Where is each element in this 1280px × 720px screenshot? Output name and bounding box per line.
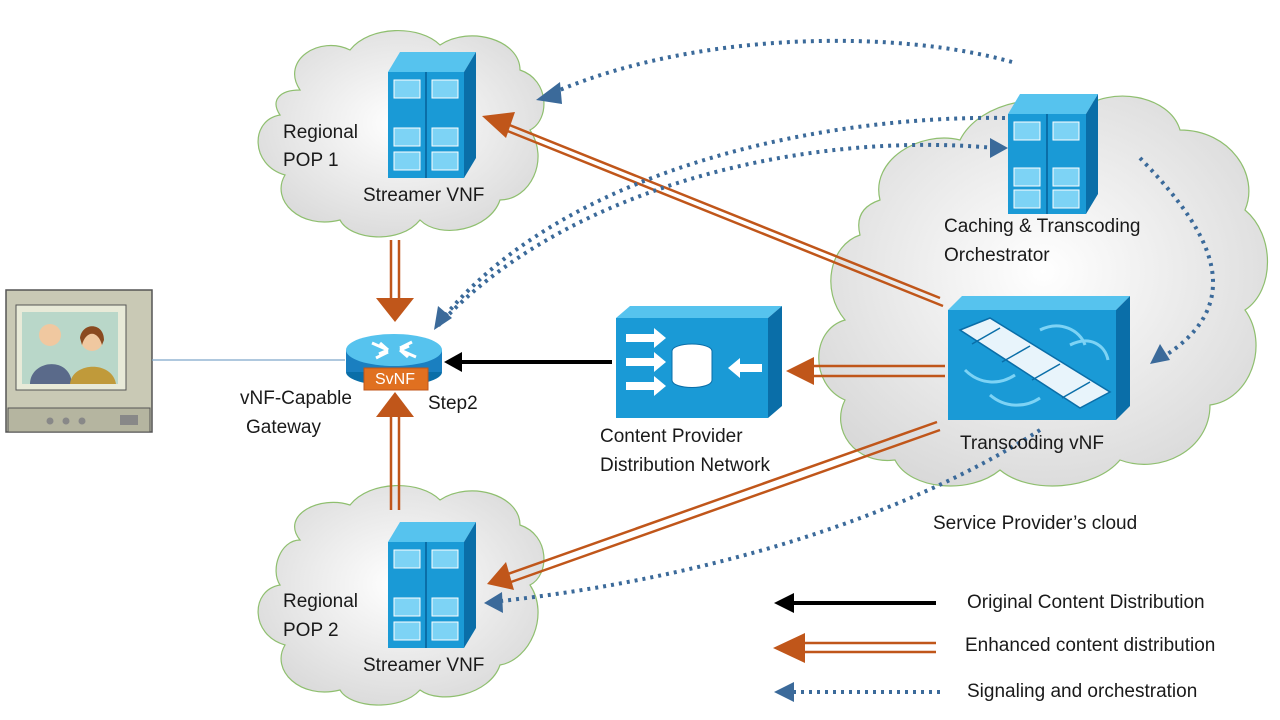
streamer-server-icon-pop1 [388, 52, 476, 178]
pop1-label-line2: POP 1 [283, 150, 339, 171]
original-links [444, 352, 936, 613]
legend-original: Original Content Distribution [967, 592, 1205, 613]
cdn-storage-icon [616, 306, 782, 418]
pop2-label-line1: Regional [283, 591, 358, 612]
orchestrator-label-line2: Orchestrator [944, 245, 1050, 266]
pop2-label-line2: POP 2 [283, 620, 339, 641]
orchestrator-label-line1: Caching & Transcoding [944, 216, 1141, 237]
pop2-server-label: Streamer VNF [363, 655, 485, 676]
monitor-icon [5, 289, 153, 433]
transcoding-icon [948, 296, 1130, 420]
pop1-server-label: Streamer VNF [363, 185, 485, 206]
cdn-label-line2: Distribution Network [600, 455, 770, 476]
enhanced-arrowheads [376, 112, 814, 663]
pop1-label-line1: Regional [283, 122, 358, 143]
gateway-label-line2: Gateway [246, 417, 321, 438]
cloud-label: Service Provider’s cloud [933, 513, 1138, 534]
svnf-badge: SvNF [375, 371, 415, 388]
step2-label: Step2 [428, 393, 478, 414]
legend-enhanced: Enhanced content distribution [965, 635, 1216, 656]
signaling-arrowheads [434, 82, 1170, 702]
gateway-label-line1: vNF-Capable [240, 388, 352, 409]
streamer-server-icon-pop2 [388, 522, 476, 648]
signaling-links [434, 38, 1216, 694]
transcoder-label: Transcoding vNF [960, 433, 1104, 454]
router-gateway-icon [346, 334, 442, 391]
legend-signaling: Signaling and orchestration [967, 681, 1198, 702]
enhanced-links [389, 120, 945, 654]
svnf-badge-bg [363, 367, 429, 391]
orchestrator-server-icon [1008, 94, 1098, 214]
cdn-label-line1: Content Provider [600, 426, 743, 447]
